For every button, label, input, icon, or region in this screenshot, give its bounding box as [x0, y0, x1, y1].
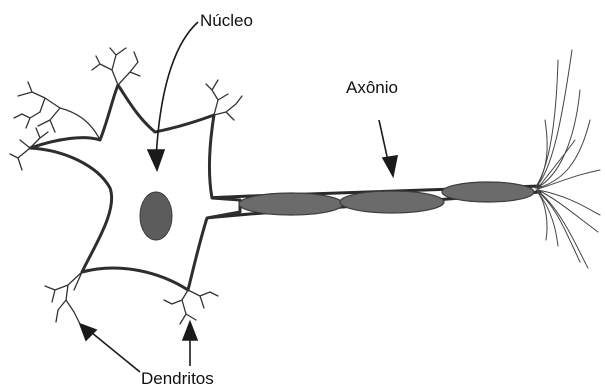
myelin-segment	[442, 182, 534, 202]
nucleus	[140, 192, 172, 240]
dendrites-label: Dendritos	[141, 369, 214, 388]
nucleus-label: Núcleo	[200, 11, 253, 30]
dendrites-arrow-right	[183, 322, 197, 366]
dendrites-arrow-left	[80, 324, 140, 372]
axon-label: Axônio	[346, 78, 398, 97]
axon-terminals	[535, 50, 600, 268]
myelin-segment	[239, 193, 343, 215]
myelin-segment	[340, 191, 444, 213]
cell-body	[30, 85, 240, 290]
axon-arrow	[379, 120, 397, 176]
